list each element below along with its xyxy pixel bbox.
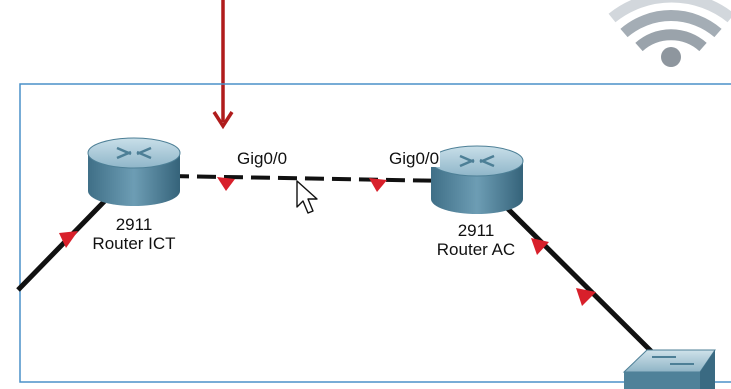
- link-down-marker: [217, 177, 235, 191]
- link-down-marker: [369, 178, 387, 192]
- router-ac-model: 2911: [457, 221, 495, 240]
- switch-icon[interactable]: [622, 349, 716, 389]
- cable-ict-to-ac[interactable]: [169, 174, 451, 183]
- wifi-icon: [608, 0, 731, 67]
- link-down-marker: [59, 231, 78, 248]
- link-down-marker: [576, 288, 596, 306]
- router-ict-name: Router ICT: [92, 234, 176, 253]
- cable-ac-to-switch[interactable]: [493, 194, 662, 362]
- workspace-canvas[interactable]: [19, 83, 731, 383]
- router-ict-icon[interactable]: [87, 137, 181, 206]
- link-down-marker: [531, 238, 549, 255]
- router-ac-icon[interactable]: [430, 145, 524, 214]
- port-label-left: Gig0/0: [236, 149, 289, 168]
- port-label-right: Gig0/0: [388, 149, 441, 168]
- mouse-cursor-icon: [296, 180, 318, 214]
- router-ict-model: 2911: [115, 215, 153, 234]
- arrow-down-icon: [212, 0, 234, 130]
- router-ac-name: Router AC: [436, 240, 516, 259]
